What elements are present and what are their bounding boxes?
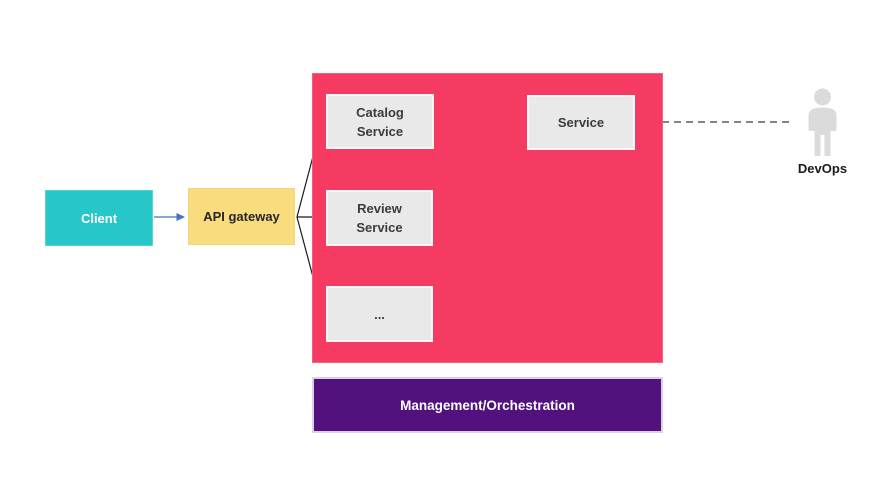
- node-management-orchestration: Management/Orchestration: [312, 377, 663, 433]
- person-icon: [808, 88, 837, 156]
- node-client: Client: [45, 190, 153, 246]
- client-label: Client: [80, 210, 118, 226]
- catalog-service-label-line2: Service: [356, 123, 404, 139]
- devops-label: DevOps: [797, 161, 848, 176]
- review-service-label-line1: Review: [357, 201, 402, 216]
- node-catalog-service: Catalog Service: [326, 94, 434, 149]
- node-api-gateway: API gateway: [188, 188, 295, 245]
- more-services-label: ...: [374, 306, 385, 322]
- service-label: Service: [557, 115, 605, 130]
- node-service: Service: [527, 95, 635, 150]
- node-more-services: ...: [326, 286, 433, 342]
- node-review-service: Review Service: [326, 190, 433, 246]
- management-label: Management/Orchestration: [400, 397, 575, 413]
- catalog-service-label-line1: Catalog: [356, 104, 404, 120]
- review-service-label-line2: Service: [356, 220, 403, 235]
- api-gateway-label: API gateway: [203, 209, 280, 224]
